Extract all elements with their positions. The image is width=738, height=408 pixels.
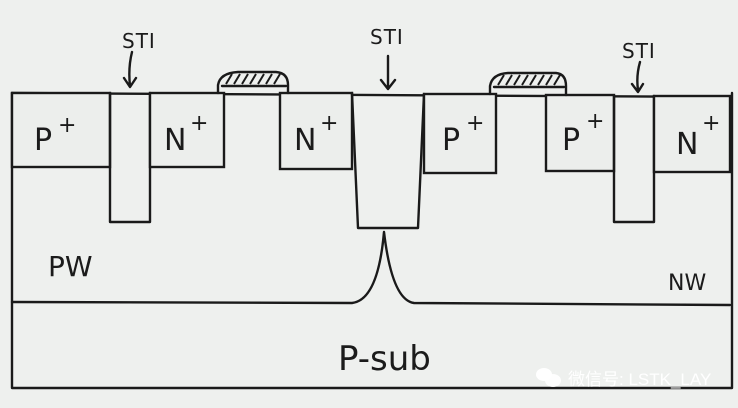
n-plus-label-3: N +	[676, 111, 720, 162]
sti-label-center: STI	[370, 25, 404, 49]
sti-label-right: STI	[622, 39, 656, 63]
pw-label: PW	[48, 250, 93, 283]
n-plus-label-2: N +	[294, 111, 338, 158]
p-plus-label-3: P +	[562, 109, 604, 158]
arrow-sti-center	[379, 54, 397, 91]
p-plus-label-2: P +	[442, 111, 484, 158]
sti-center-trench	[350, 91, 426, 230]
gate-pmos	[488, 71, 568, 97]
n-plus-region-2	[278, 91, 354, 171]
sti-right-trench	[612, 94, 656, 224]
svg-text:+: +	[702, 111, 720, 136]
svg-text:P: P	[562, 123, 580, 158]
svg-text:N: N	[294, 123, 316, 158]
svg-text:+: +	[320, 111, 338, 136]
svg-text:N: N	[676, 127, 698, 162]
p-plus-region-2	[422, 92, 498, 175]
svg-text:+: +	[190, 111, 208, 136]
p-sub-label: P-sub	[338, 339, 431, 379]
n-plus-label-1: N +	[164, 111, 208, 158]
well-boundary	[10, 230, 732, 307]
nw-label: NW	[668, 271, 706, 296]
wechat-icon	[536, 366, 562, 388]
p-plus-label-1: P +	[34, 113, 76, 158]
sti-left-trench	[108, 91, 152, 224]
gate-nmos	[216, 70, 290, 95]
svg-text:N: N	[164, 123, 186, 158]
watermark-text: 微信号: LSTK_LAY	[568, 369, 712, 389]
sti-label-left: STI	[122, 29, 156, 53]
arrow-sti-right	[630, 60, 645, 94]
watermark: 微信号: LSTK_LAY	[536, 364, 711, 390]
svg-text:+: +	[586, 109, 604, 134]
arrow-sti-left	[122, 50, 138, 89]
svg-text:+: +	[466, 111, 484, 136]
svg-text:P: P	[34, 123, 52, 158]
svg-text:P: P	[442, 123, 460, 158]
n-plus-region-1	[148, 91, 226, 169]
p-sub-region	[10, 91, 734, 390]
device-surface-line	[10, 91, 732, 99]
n-plus-region-3	[652, 94, 732, 174]
svg-text:+: +	[58, 113, 76, 138]
